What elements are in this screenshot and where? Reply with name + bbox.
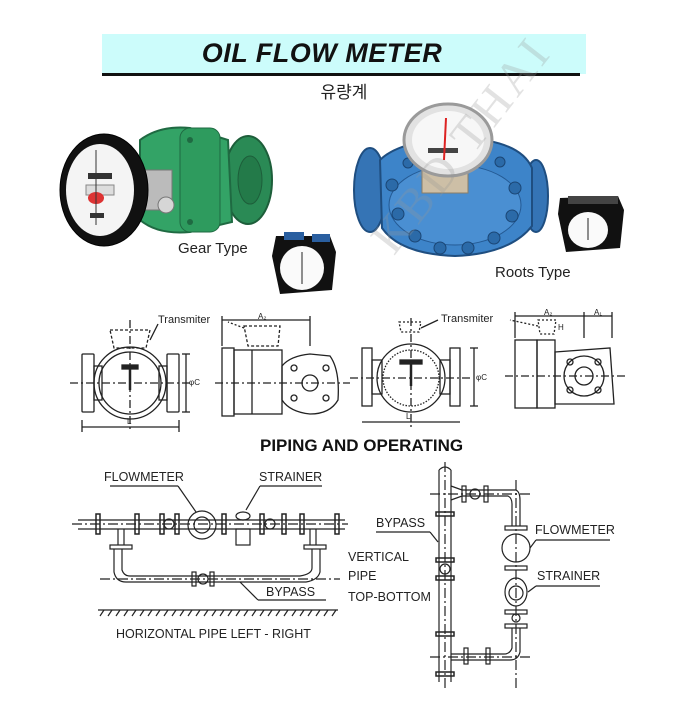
page-title: OIL FLOW METER <box>201 38 443 68</box>
vertical-caption-line3: TOP-BOTTOM <box>348 590 431 604</box>
piping-section-title: PIPING AND OPERATING <box>260 436 464 455</box>
roots-side-drawing <box>505 312 625 409</box>
dim-length-gear: L <box>127 417 132 426</box>
dim-diameter-roots: φC <box>476 373 487 382</box>
roots-type-label: Roots Type <box>495 264 571 281</box>
vertical-strainer-label: STRAINER <box>537 569 601 583</box>
vertical-flowmeter-label: FLOWMETER <box>535 523 615 537</box>
gear-type-label: Gear Type <box>178 240 248 257</box>
horizontal-piping-diagram <box>72 485 348 617</box>
horizontal-strainer-label: STRAINER <box>259 470 323 484</box>
roots-front-drawing <box>350 318 478 430</box>
dim-a1-roots: A₁ <box>594 308 603 317</box>
dim-a2-roots: A₂ <box>544 308 553 317</box>
vertical-bypass-label: BYPASS <box>376 516 426 530</box>
dim-h-roots: H <box>558 323 564 332</box>
title-underline <box>102 73 580 76</box>
vertical-caption-line2: PIPE <box>348 569 377 583</box>
horizontal-flowmeter-label: FLOWMETER <box>104 470 184 484</box>
title-banner <box>102 34 586 74</box>
roots-type-meter-image <box>353 102 549 258</box>
vertical-piping-diagram <box>376 462 610 690</box>
gear-type-thumbnail <box>272 232 336 294</box>
page-subtitle-korean: 유량계 <box>320 83 368 102</box>
vertical-caption-line1: VERTICAL <box>348 550 409 564</box>
dim-length-roots: L <box>406 412 411 421</box>
roots-type-thumbnail <box>558 196 624 252</box>
horizontal-bypass-label: BYPASS <box>266 585 316 599</box>
gear-side-drawing <box>215 316 350 417</box>
gear-front-drawing <box>70 320 190 432</box>
horizontal-pipe-caption: HORIZONTAL PIPE LEFT - RIGHT <box>116 627 311 641</box>
transmitter-label-roots: Transmiter <box>441 313 494 325</box>
dim-diameter-gear: φC <box>189 378 200 387</box>
transmitter-label-gear: Transmiter <box>158 314 211 326</box>
gear-type-meter-image <box>59 126 273 247</box>
dim-a2-gear: A₂ <box>258 312 267 321</box>
